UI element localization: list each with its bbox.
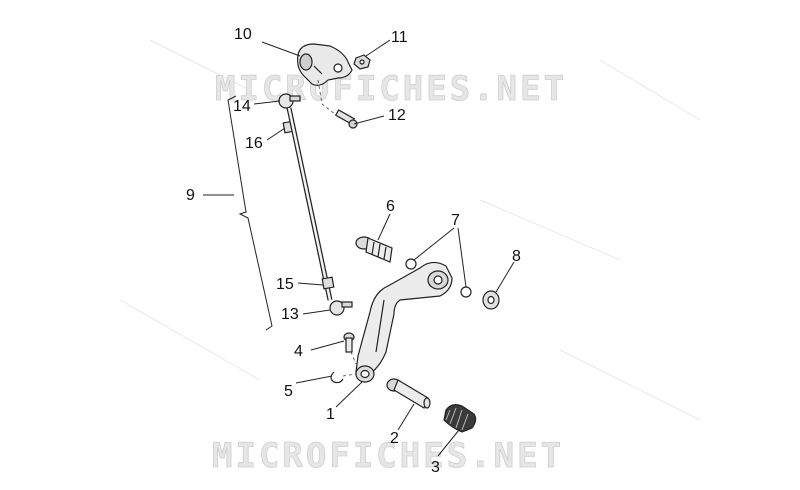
part-14-ball-joint-upper [278, 93, 301, 109]
group-9-bracket [227, 95, 273, 331]
leader-lines [203, 39, 515, 457]
part-11-nut [353, 54, 371, 70]
callout-5: 5 [284, 383, 293, 400]
watermark-bottom: MICROFICHES.NET [212, 436, 564, 476]
linkage-rod [286, 107, 333, 301]
part-4-screw [343, 332, 355, 353]
part-13-ball-joint-lower [329, 300, 353, 316]
part-5-circlip [330, 371, 344, 384]
part-6-pivot-bolt [355, 236, 393, 263]
callout-12: 12 [388, 107, 406, 124]
callout-8: 8 [512, 248, 521, 265]
callout-7: 7 [451, 212, 460, 229]
watermark-top: MICROFICHES.NET [215, 69, 567, 109]
part-12-screw [334, 109, 358, 129]
callout-9: 9 [186, 187, 195, 204]
callout-2: 2 [390, 430, 399, 447]
callout-1: 1 [326, 406, 335, 423]
callout-10: 10 [234, 26, 252, 43]
callout-15: 15 [276, 276, 294, 293]
background-construction-lines [119, 39, 701, 421]
part-15-nut-lower [321, 276, 335, 290]
part-1-shift-lever [355, 261, 453, 383]
callout-11: 11 [391, 29, 408, 46]
callout-14: 14 [233, 98, 251, 115]
callout-numbers: 10 11 12 14 16 9 6 7 8 15 13 4 5 1 2 3 [186, 26, 521, 476]
part-3-pedal-rubber [443, 404, 477, 433]
callout-13: 13 [281, 306, 299, 323]
callout-16: 16 [245, 135, 263, 152]
part-8-washer [482, 290, 500, 310]
callout-4: 4 [294, 343, 303, 360]
callout-3: 3 [431, 459, 440, 476]
part-10-clamp [297, 43, 353, 86]
part-2-pedal-pin [386, 378, 431, 409]
callout-6: 6 [386, 198, 395, 215]
